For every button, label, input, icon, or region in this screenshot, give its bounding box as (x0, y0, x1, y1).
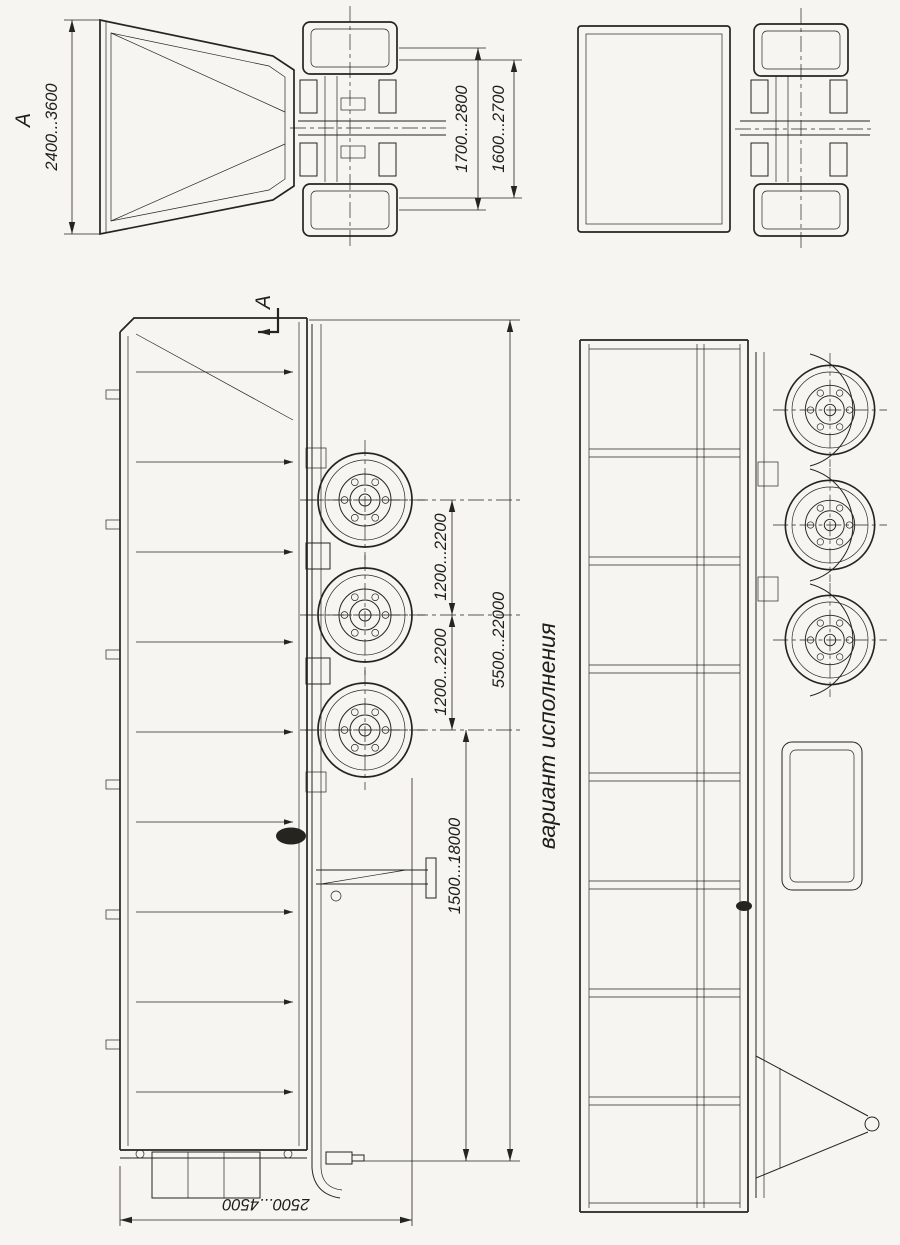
landing-gear (316, 857, 437, 902)
wheel (772, 582, 888, 698)
view-a-label: A (12, 113, 35, 129)
front-box (151, 1151, 261, 1199)
dim-track-outer-text: 1700...2800 (453, 85, 471, 173)
kingpin (325, 1151, 365, 1165)
variant-caption: вариант исполнения (534, 623, 560, 849)
dim-axle-spacing-1-text: 1200...2200 (432, 513, 450, 601)
wheels (300, 439, 524, 791)
suspension-cross-section (290, 6, 450, 250)
dim-overall-height: 2500...4500 (119, 778, 413, 1226)
chassis-frame (151, 324, 437, 1199)
dim-kingpin-length-text: 1500...18000 (446, 817, 464, 914)
dim-track-inner-text: 1600...2700 (490, 85, 508, 173)
section-view-a: A 2400...3600 1700...2800 1600...2700 (12, 6, 522, 250)
drawbar (755, 1055, 880, 1179)
dim-overall-height-text: 2500...4500 (222, 1195, 311, 1213)
side-view: A 1200...2200 1200...2200 5500...22000 1… (105, 295, 524, 1226)
variant-end-view (577, 8, 874, 250)
dump-body (105, 317, 308, 1159)
variant-side-view: вариант исполнения (534, 339, 888, 1213)
wheel (772, 467, 888, 583)
variant-chassis (755, 352, 880, 1198)
dim-kingpin-length: 1500...18000 (446, 730, 470, 1161)
wheel (772, 352, 888, 468)
dim-axle-spacing-1: 1200...2200 (432, 500, 456, 615)
section-letter: A (12, 113, 35, 129)
dim-track-inner: 1600...2700 (399, 59, 522, 199)
manufacturer-logo (276, 827, 306, 845)
section-cut-marker: A (252, 295, 280, 336)
dim-track-outer: 1700...2800 (399, 47, 486, 211)
cut-letter: A (252, 295, 275, 311)
dim-axle-spacing-2: 1200...2200 (432, 615, 456, 730)
manufacturer-logo (736, 901, 752, 911)
variant-wheels (772, 352, 888, 698)
dim-body-width: 2400...3600 (43, 19, 100, 235)
platform-lattice (579, 339, 752, 1213)
toolbox (781, 741, 863, 891)
dim-body-width-text: 2400...3600 (43, 83, 61, 172)
dim-overall-length: 5500...22000 (309, 319, 520, 1162)
dim-axle-spacing-2-text: 1200...2200 (432, 628, 450, 716)
dim-overall-length-text: 5500...22000 (490, 591, 508, 688)
dump-body-cross-section (99, 18, 295, 236)
